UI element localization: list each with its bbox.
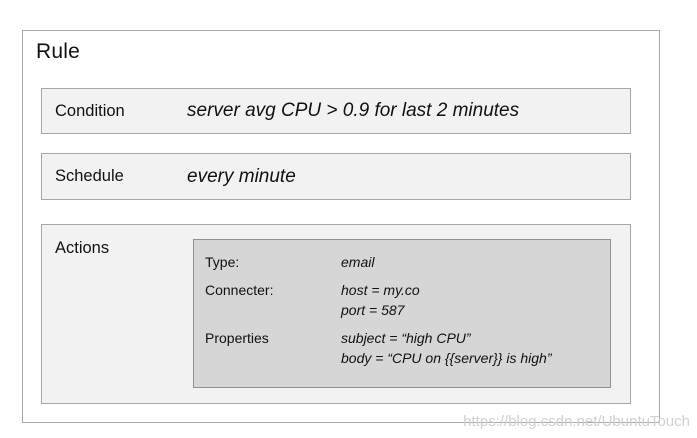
type-values: email xyxy=(341,252,374,272)
properties-values: subject = “high CPU” body = “CPU on {{se… xyxy=(341,328,552,368)
condition-value: server avg CPU > 0.9 for last 2 minutes xyxy=(187,100,520,121)
connecter-label: Connecter: xyxy=(205,282,274,298)
schedule-value: every minute xyxy=(187,165,296,187)
action-detail-box: Type: email Connecter: host = my.co port… xyxy=(193,239,611,388)
rule-container: Rule Condition server avg CPU > 0.9 for … xyxy=(22,30,660,423)
connecter-values: host = my.co port = 587 xyxy=(341,280,420,320)
watermark: https://blog.csdn.net/UbuntuTouch xyxy=(463,413,690,430)
action-field-connecter: Connecter: host = my.co port = 587 xyxy=(205,280,610,320)
schedule-label: Schedule xyxy=(55,167,124,185)
connecter-host-line: host = my.co xyxy=(341,282,420,298)
rule-title: Rule xyxy=(36,40,80,63)
actions-row: Actions Type: email Connecter: host = my… xyxy=(41,224,631,404)
properties-subject-line: subject = “high CPU” xyxy=(341,330,471,346)
schedule-row: Schedule every minute xyxy=(41,153,631,200)
condition-row: Condition server avg CPU > 0.9 for last … xyxy=(41,88,631,134)
actions-label: Actions xyxy=(55,239,110,257)
type-value-line: email xyxy=(341,254,375,270)
properties-body-line: body = “CPU on {{server}} is high” xyxy=(341,350,552,366)
type-label: Type: xyxy=(205,254,240,270)
properties-label: Properties xyxy=(205,330,269,346)
action-field-properties: Properties subject = “high CPU” body = “… xyxy=(205,328,610,368)
condition-label: Condition xyxy=(55,101,125,120)
connecter-port-line: port = 587 xyxy=(341,302,405,318)
action-field-type: Type: email xyxy=(205,252,610,272)
